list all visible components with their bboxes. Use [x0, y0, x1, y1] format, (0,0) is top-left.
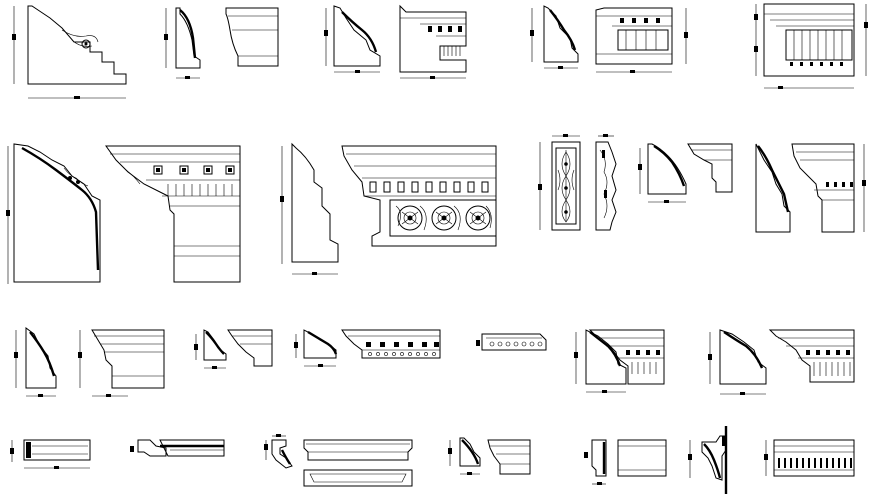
egg-dart-strip [476, 333, 547, 351]
carved-pilaster-pair [538, 134, 617, 231]
picture-rail-strip [130, 439, 225, 457]
tall-cornice-pair [755, 143, 866, 233]
wall-crown-section [688, 426, 728, 494]
dentil-cornice-pair-b [530, 5, 688, 73]
cornice-pair-2 [194, 329, 273, 369]
cornice-pair-4 [708, 329, 855, 395]
small-cornice-pair [638, 143, 733, 203]
bracket-frieze-cornice [754, 3, 868, 89]
cap-molding [303, 439, 413, 487]
dentil-cornice-pair-a [324, 4, 467, 79]
dentil-frieze-strip [764, 439, 855, 477]
acanthus-frieze-cornice-pair [280, 142, 497, 275]
panel-profile-pair [584, 439, 667, 485]
large-carved-cornice-pair [6, 143, 241, 284]
cornice-pair-5 [448, 437, 531, 475]
cove-cornice-pair [164, 7, 279, 79]
flat-band-molding [10, 439, 91, 469]
dentil-strip-pair [294, 329, 441, 367]
cornice-pair-3 [574, 329, 665, 393]
dentil-cornice-section [12, 5, 127, 99]
cornice-pair-1 [14, 327, 165, 397]
small-crown-profile [264, 434, 293, 469]
